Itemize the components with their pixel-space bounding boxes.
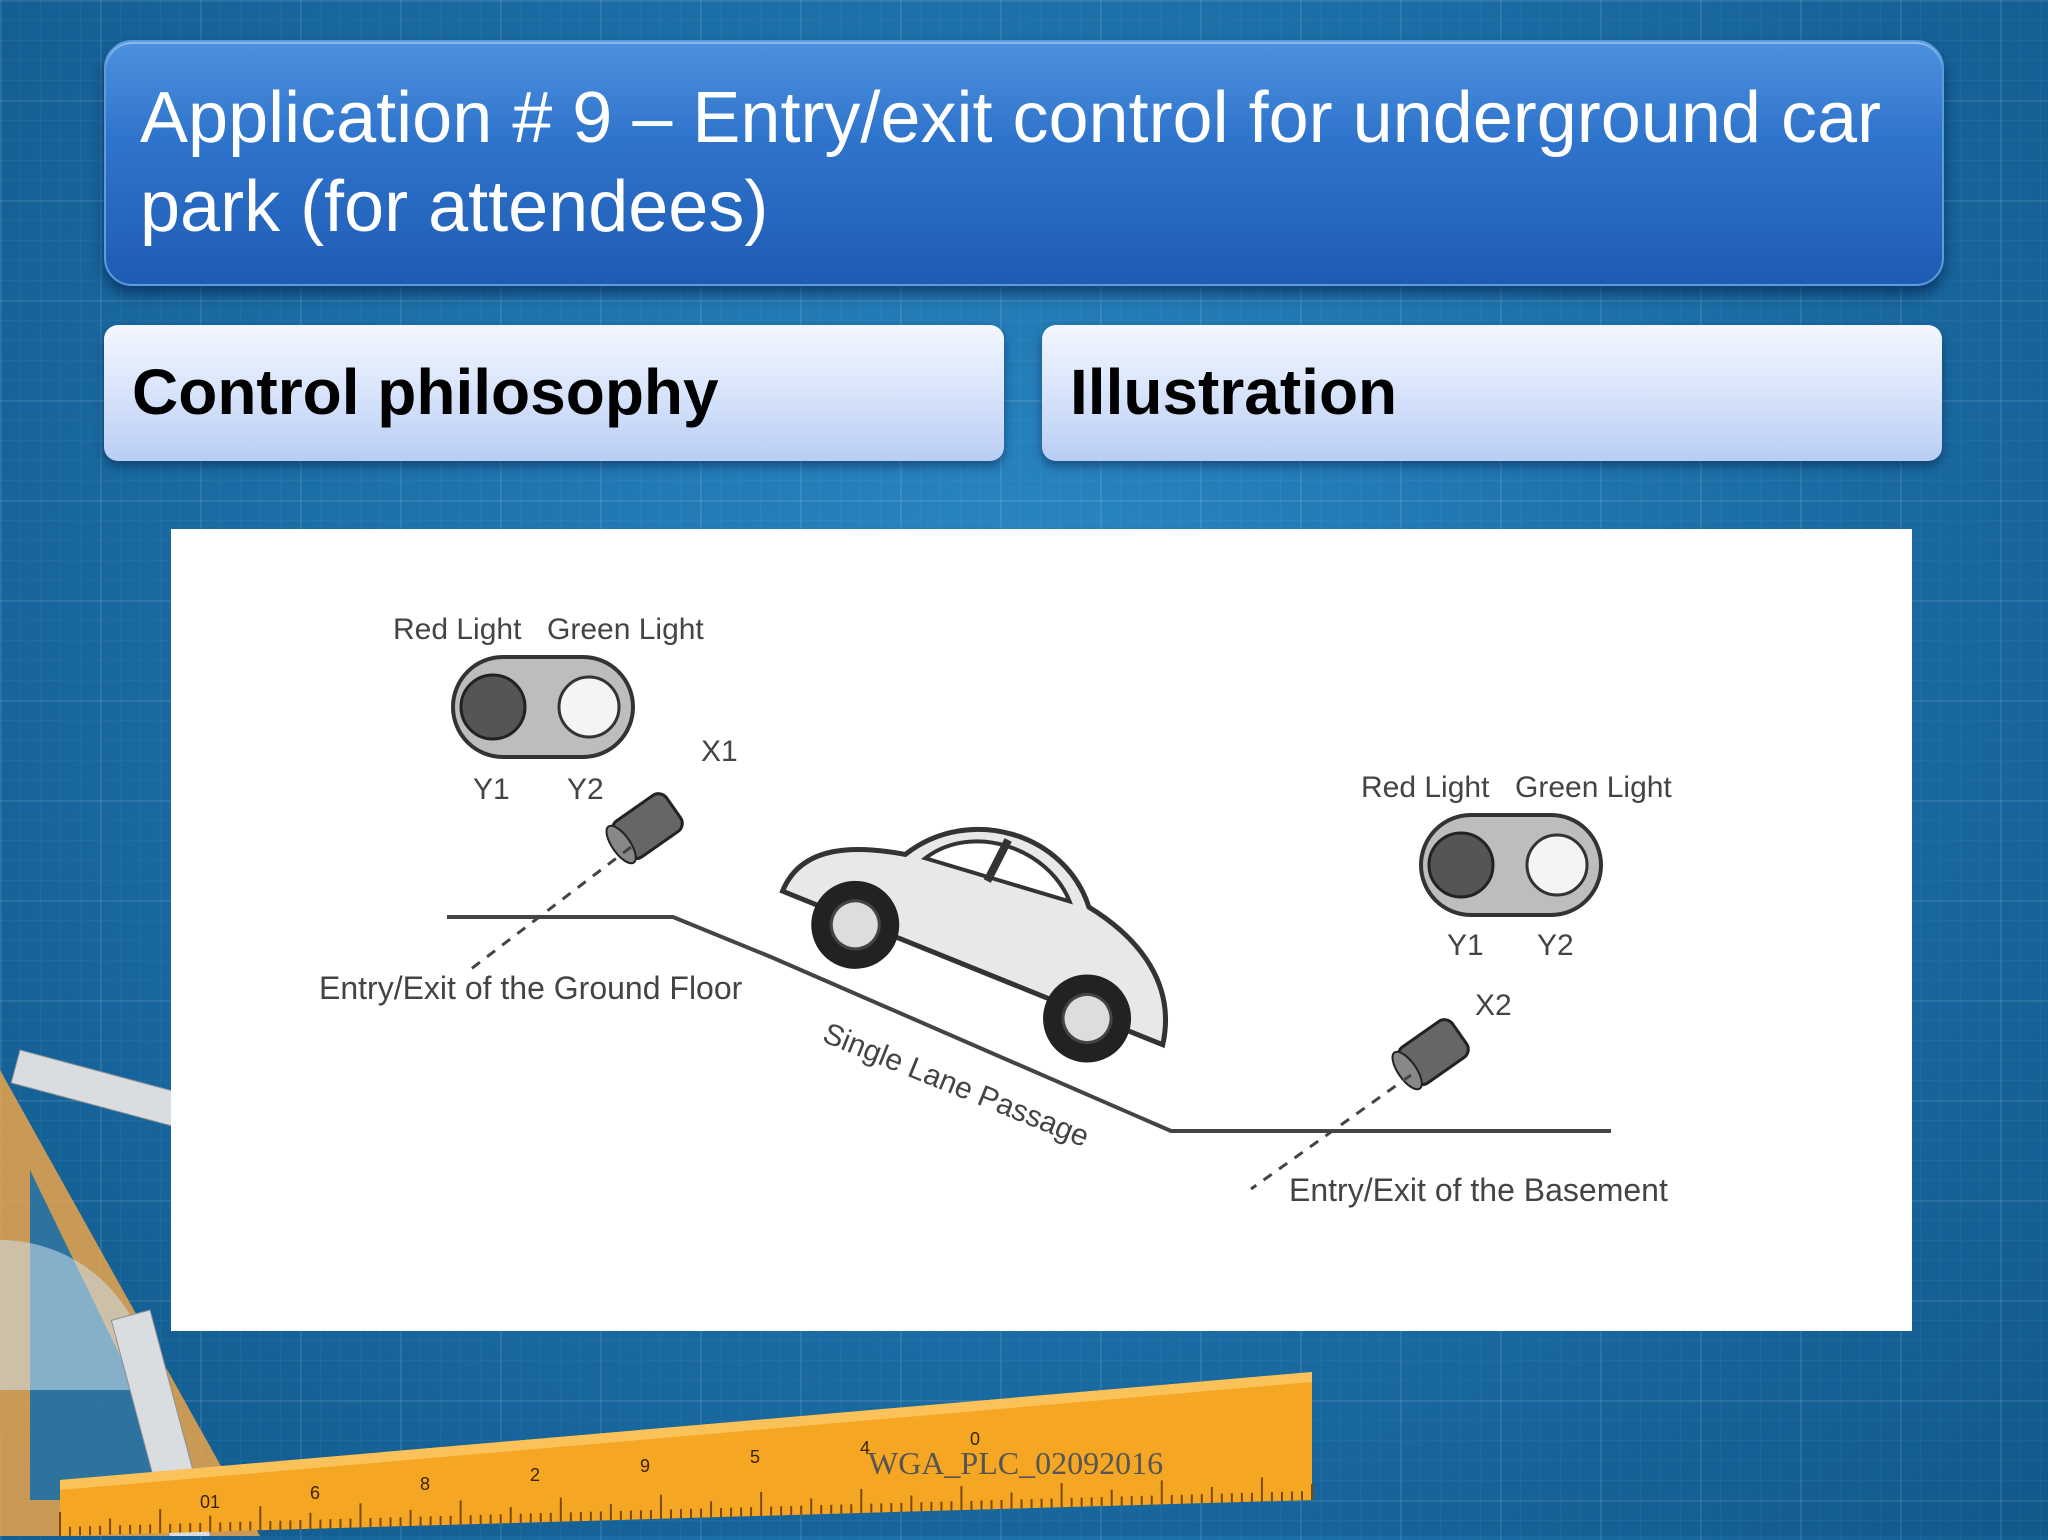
illustration-label: Illustration — [1070, 356, 1398, 428]
light2-red-label: Red Light — [1361, 771, 1490, 804]
ruler-number: 9 — [640, 1456, 650, 1476]
light2-y1: Y1 — [1447, 929, 1484, 962]
red-light-icon — [1427, 831, 1495, 899]
car-icon — [779, 826, 1169, 1063]
light2-y2: Y2 — [1537, 929, 1574, 962]
steel-ruler-icon — [10, 1049, 185, 1128]
green-light-icon — [557, 675, 621, 739]
traffic-light-ground — [451, 655, 635, 759]
basement-label: Entry/Exit of the Basement — [1289, 1172, 1668, 1208]
sensor1-beam — [470, 845, 632, 971]
sensor2-beam — [1250, 1073, 1412, 1191]
traffic-light-basement — [1419, 813, 1603, 917]
ground-floor-label: Entry/Exit of the Ground Floor — [319, 970, 743, 1006]
ruler-number: 8 — [420, 1474, 430, 1494]
ruler-number: 6 — [310, 1483, 320, 1503]
protractor-icon — [0, 1240, 150, 1390]
ramp-line — [447, 915, 1611, 1133]
illustration-image: Red Light Green Light Y1 Y2 X1 Entry/Exi… — [171, 529, 1912, 1331]
sensor-x2-icon — [1391, 1018, 1470, 1091]
ruler-number: 01 — [200, 1492, 220, 1512]
light1-y1: Y1 — [473, 773, 510, 806]
title-box: Application # 9 – Entry/exit control for… — [104, 40, 1944, 286]
sensor2-label: X2 — [1475, 989, 1512, 1022]
footer-code: WGA_PLC_02092016 — [868, 1445, 1164, 1481]
control-philosophy-label: Control philosophy — [132, 356, 719, 428]
sensor-x1-icon — [605, 792, 684, 865]
red-light-icon — [459, 673, 527, 741]
orange-ruler-icon — [60, 1372, 1312, 1536]
light1-red-label: Red Light — [393, 613, 522, 646]
green-light-icon — [1525, 833, 1589, 897]
light1-green-label: Green Light — [547, 613, 704, 646]
sensor1-label: X1 — [701, 735, 738, 768]
ruler-number: 2 — [530, 1465, 540, 1485]
slide-title: Application # 9 – Entry/exit control for… — [140, 78, 1881, 247]
light1-y2: Y2 — [567, 773, 604, 806]
control-philosophy-header: Control philosophy — [104, 325, 1004, 461]
ruler-number: 5 — [750, 1447, 760, 1467]
illustration-header: Illustration — [1042, 325, 1942, 461]
light2-green-label: Green Light — [1515, 771, 1672, 804]
ruler-number: 4 — [860, 1438, 870, 1458]
drafting-tools-decoration: 01 6 8 2 9 5 4 0 — [0, 1030, 1330, 1540]
ruler-number: 0 — [970, 1429, 980, 1449]
